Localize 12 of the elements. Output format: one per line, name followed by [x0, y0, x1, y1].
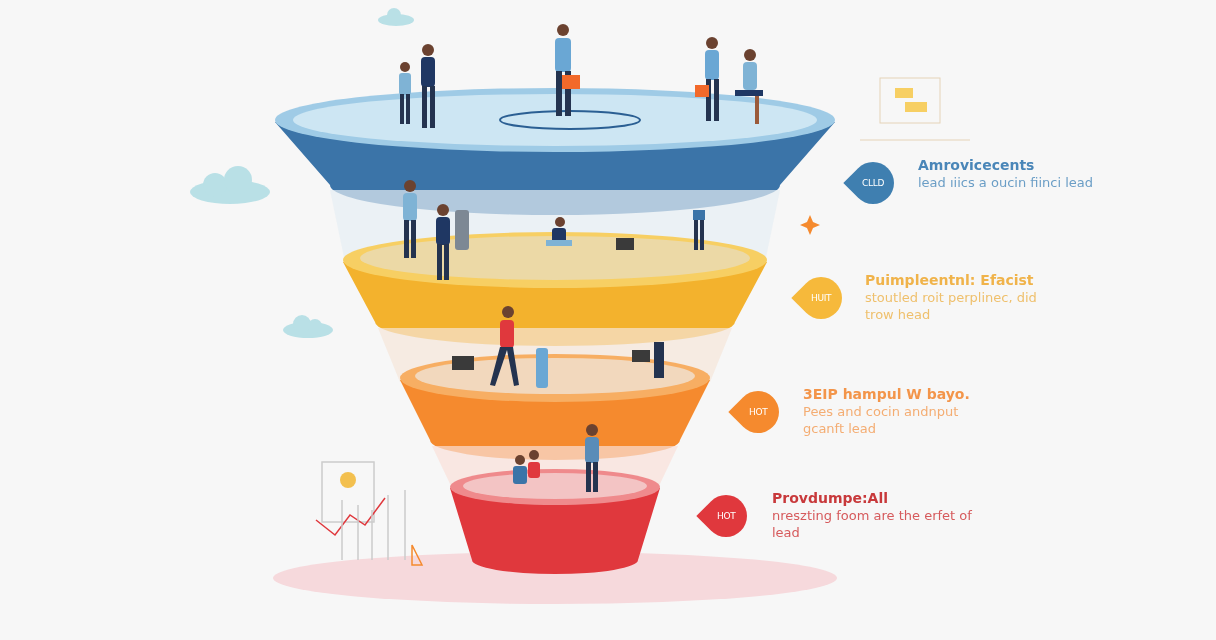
stage-heading: 3EIP hampul W bayo.: [803, 385, 971, 403]
stage-description: Pees and cocin andnput gcanft lead: [803, 403, 960, 437]
stage-heading: Amrovicecents: [918, 156, 1036, 174]
stage-heading: Puimpleentnl: Efacist: [865, 271, 1035, 289]
stage-description: nreszting foom are the erfet of lead: [772, 507, 972, 541]
tag-label: CLLD: [861, 178, 884, 188]
stage-description: lead ıiics a oucin fiinci lead: [918, 174, 1095, 191]
tag-label: HOT: [748, 407, 768, 417]
tag-label: HUIT: [810, 293, 832, 303]
stage-description: stoutled roit perplinec, did trow head: [865, 289, 1038, 323]
stage-heading: Provdumpe:All: [772, 489, 890, 507]
tag-label: HOT: [716, 511, 736, 521]
